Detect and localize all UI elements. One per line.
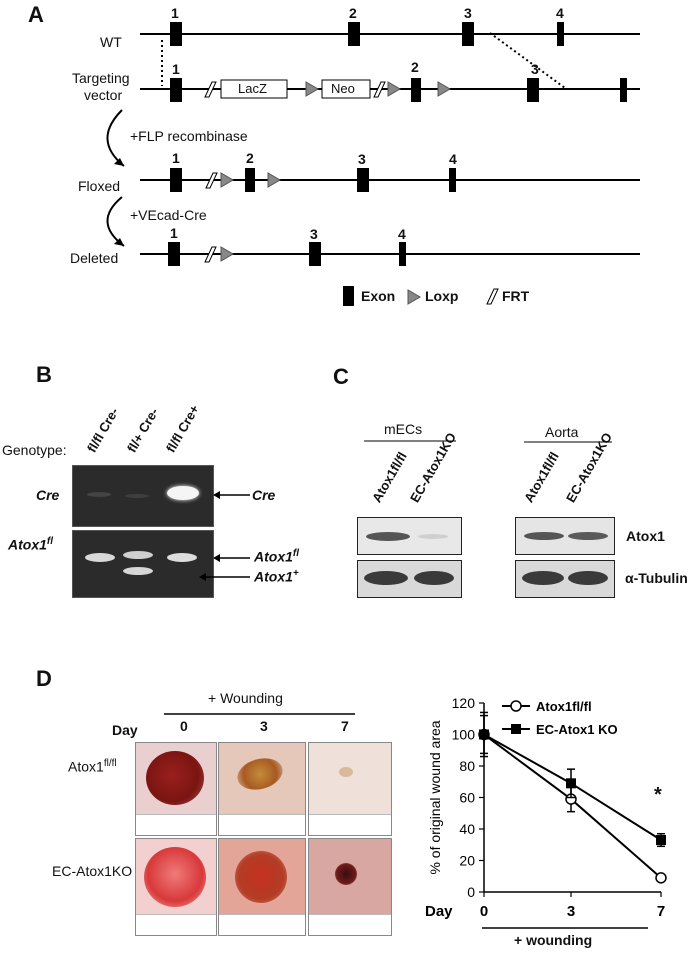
arrow-label-atox1-fl: Atox1fl bbox=[254, 548, 300, 565]
y-tick-label: 20 bbox=[459, 853, 475, 869]
lane-label: fl/fl Cre- bbox=[84, 404, 122, 455]
day-header: 0 bbox=[180, 718, 188, 734]
blot-lane-label: Atox1fl/fl bbox=[521, 449, 562, 505]
exon-number: 2 bbox=[349, 5, 357, 21]
legend-loxp: Loxp bbox=[425, 288, 459, 304]
data-point bbox=[479, 729, 489, 740]
data-point bbox=[478, 728, 490, 741]
wound-photo bbox=[308, 838, 392, 936]
legend-exon: Exon bbox=[361, 288, 396, 304]
blot-atox1-mecs bbox=[357, 517, 462, 555]
lane-label: fl/fl Cre+ bbox=[163, 402, 203, 455]
legend-frt: FRT bbox=[502, 288, 530, 304]
row-label-wt: WT bbox=[100, 34, 122, 50]
panel-a-gene-diagram: WT Targeting vector +FLP recombinase Flo… bbox=[0, 0, 697, 320]
x-tick-label: 3 bbox=[567, 903, 575, 920]
lacz-label: LacZ bbox=[238, 81, 267, 96]
genotype-label: Genotype: bbox=[2, 442, 67, 458]
wound-photo bbox=[135, 838, 217, 936]
row-label-vector: vector bbox=[84, 87, 123, 103]
day-label: Day bbox=[112, 722, 138, 738]
exon-number: 4 bbox=[449, 151, 457, 167]
blot-tubulin-aorta bbox=[515, 560, 615, 598]
panel-d-letter: D bbox=[36, 666, 52, 691]
blot-lane-label: EC-Atox1KO bbox=[407, 429, 460, 505]
exon-number: 2 bbox=[246, 150, 254, 166]
wound-photo bbox=[308, 742, 392, 836]
wound-photo bbox=[218, 742, 306, 836]
exon-number: 3 bbox=[464, 5, 472, 21]
y-tick-label: 40 bbox=[459, 821, 475, 837]
data-point bbox=[656, 835, 666, 846]
step-flp: +FLP recombinase bbox=[130, 128, 248, 144]
blot-atox1-aorta bbox=[515, 517, 615, 555]
bottom-wounding-label: + wounding bbox=[514, 932, 593, 948]
y-tick-label: 60 bbox=[459, 790, 475, 806]
panel-a-letter: A bbox=[28, 2, 44, 27]
legend-marker bbox=[511, 724, 521, 734]
legend-label: EC-Atox1 KO bbox=[536, 722, 618, 737]
wound-photo bbox=[218, 838, 306, 936]
series-line-0 bbox=[483, 733, 662, 879]
gel-cre bbox=[72, 465, 214, 527]
row-label-ec-atox1ko: EC-Atox1KO bbox=[52, 863, 133, 879]
blot-lane-label: EC-Atox1KO bbox=[563, 429, 616, 505]
row-label-deleted: Deleted bbox=[70, 250, 119, 266]
legend-label: Atox1fl/fl bbox=[536, 699, 592, 714]
series-line-1 bbox=[483, 733, 662, 841]
exon-number: 3 bbox=[358, 151, 366, 167]
data-point bbox=[655, 872, 667, 884]
y-tick-label: 100 bbox=[452, 727, 476, 743]
row-label-atox1: Atox1fl bbox=[8, 536, 54, 553]
exon-number: 1 bbox=[172, 61, 180, 77]
y-axis-label: % of original wound area bbox=[427, 720, 443, 874]
lane-label: fl/+ Cre- bbox=[124, 405, 162, 455]
x-tick-label: 0 bbox=[480, 903, 488, 920]
group-label-aorta: Aorta bbox=[545, 424, 579, 440]
y-tick-label: 0 bbox=[467, 884, 475, 900]
exon-number: 4 bbox=[398, 226, 406, 242]
exon-number: 4 bbox=[556, 5, 564, 21]
exon-number: 1 bbox=[171, 5, 179, 21]
x-tick-label: 7 bbox=[657, 903, 665, 920]
row-label-targeting: Targeting bbox=[72, 70, 130, 86]
x-axis-label: Day bbox=[425, 903, 453, 920]
y-tick-label: 80 bbox=[459, 758, 475, 774]
data-point bbox=[566, 778, 576, 789]
wound-photo bbox=[135, 742, 217, 836]
blot-row-atox1: Atox1 bbox=[626, 528, 665, 544]
day-header: 3 bbox=[260, 718, 268, 734]
arrow-label-cre: Cre bbox=[252, 487, 276, 503]
blot-row-tubulin: α-Tubulin bbox=[625, 570, 688, 586]
exon-number: 1 bbox=[170, 225, 178, 241]
day-header: 7 bbox=[341, 718, 349, 734]
panel-b-letter: B bbox=[36, 362, 52, 387]
step-vecad: +VEcad-Cre bbox=[130, 207, 207, 223]
y-tick-label: 120 bbox=[452, 695, 476, 711]
row-label-atox1-flfl: Atox1fl/fl bbox=[68, 758, 117, 775]
exon-number: 3 bbox=[310, 226, 318, 242]
row-label-floxed: Floxed bbox=[78, 178, 121, 194]
gel-atox1 bbox=[72, 530, 214, 598]
wounding-header: + Wounding bbox=[208, 690, 283, 706]
exon-number: 3 bbox=[531, 61, 539, 77]
data-point bbox=[565, 793, 577, 805]
panel-c-letter: C bbox=[333, 364, 349, 389]
blot-tubulin-mecs bbox=[357, 560, 462, 598]
group-label-mecs: mECs bbox=[384, 421, 423, 437]
legend-marker bbox=[510, 700, 522, 712]
arrow-label-atox1-plus: Atox1+ bbox=[254, 568, 299, 585]
sig-mark: * bbox=[654, 784, 662, 806]
exon-number: 2 bbox=[411, 59, 419, 75]
blot-lane-label: Atox1fl/fl bbox=[369, 449, 410, 505]
exon-number: 1 bbox=[172, 150, 180, 166]
row-label-cre: Cre bbox=[36, 487, 60, 503]
neo-label: Neo bbox=[331, 81, 355, 96]
